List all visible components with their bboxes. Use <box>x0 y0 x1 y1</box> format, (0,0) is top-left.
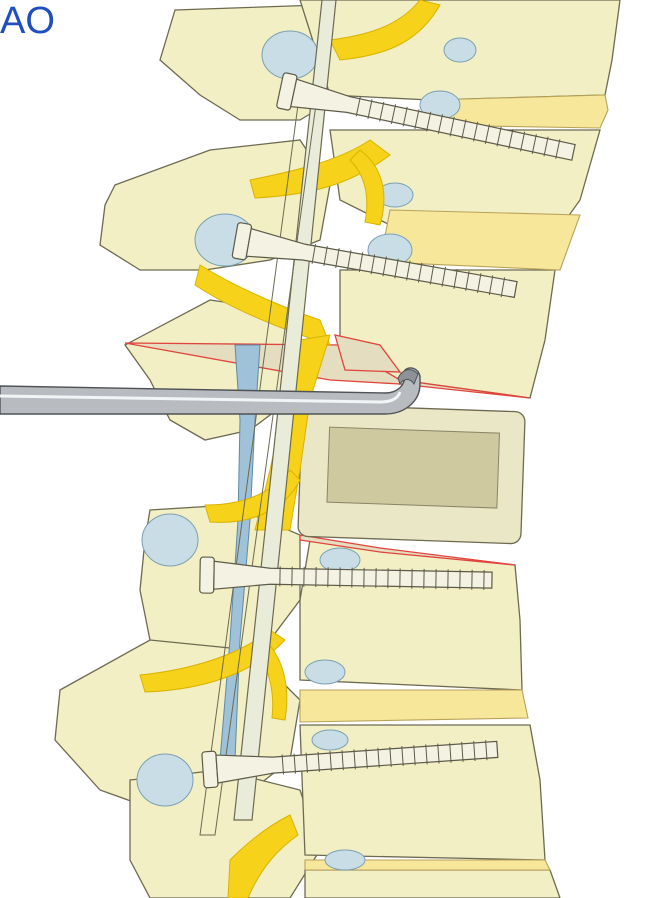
vertebral-body-6 <box>304 869 561 898</box>
disc-5 <box>304 859 551 871</box>
nerve-root-5 <box>139 629 286 693</box>
ao-logo-text: AO <box>0 0 55 40</box>
pedicle-screw-2 <box>231 222 518 299</box>
pedicle-screw-4 <box>201 740 499 789</box>
discs <box>299 94 609 871</box>
pedicle-screws <box>199 72 576 789</box>
facet-1 <box>261 30 319 80</box>
nerve-root-4 <box>204 469 301 523</box>
facet-4 <box>141 513 199 567</box>
resected-endplate-upper <box>334 334 402 373</box>
nerve-root-6 <box>227 814 299 898</box>
instrument-shaft <box>0 367 421 415</box>
cage-window <box>326 426 500 509</box>
facet-6 <box>136 753 194 807</box>
pedicle-screw-1 <box>276 72 576 161</box>
cartilage-g <box>311 729 349 751</box>
instrument-tip <box>397 369 419 386</box>
cartilage-f <box>304 659 346 685</box>
nerve-root-2b <box>349 149 385 226</box>
pedicle-screw-3 <box>199 556 493 594</box>
resection-lower <box>299 534 516 566</box>
cartilage-a <box>443 37 477 63</box>
hook-probe-instrument <box>0 367 421 415</box>
corpectomy-region <box>124 334 531 566</box>
facet-cartilage <box>136 30 477 871</box>
instrument-highlight <box>0 391 402 404</box>
nerve-root-1 <box>329 0 441 61</box>
cartilage-h <box>324 849 366 871</box>
ao-logo: AO <box>0 0 55 40</box>
disc-4 <box>299 689 529 723</box>
